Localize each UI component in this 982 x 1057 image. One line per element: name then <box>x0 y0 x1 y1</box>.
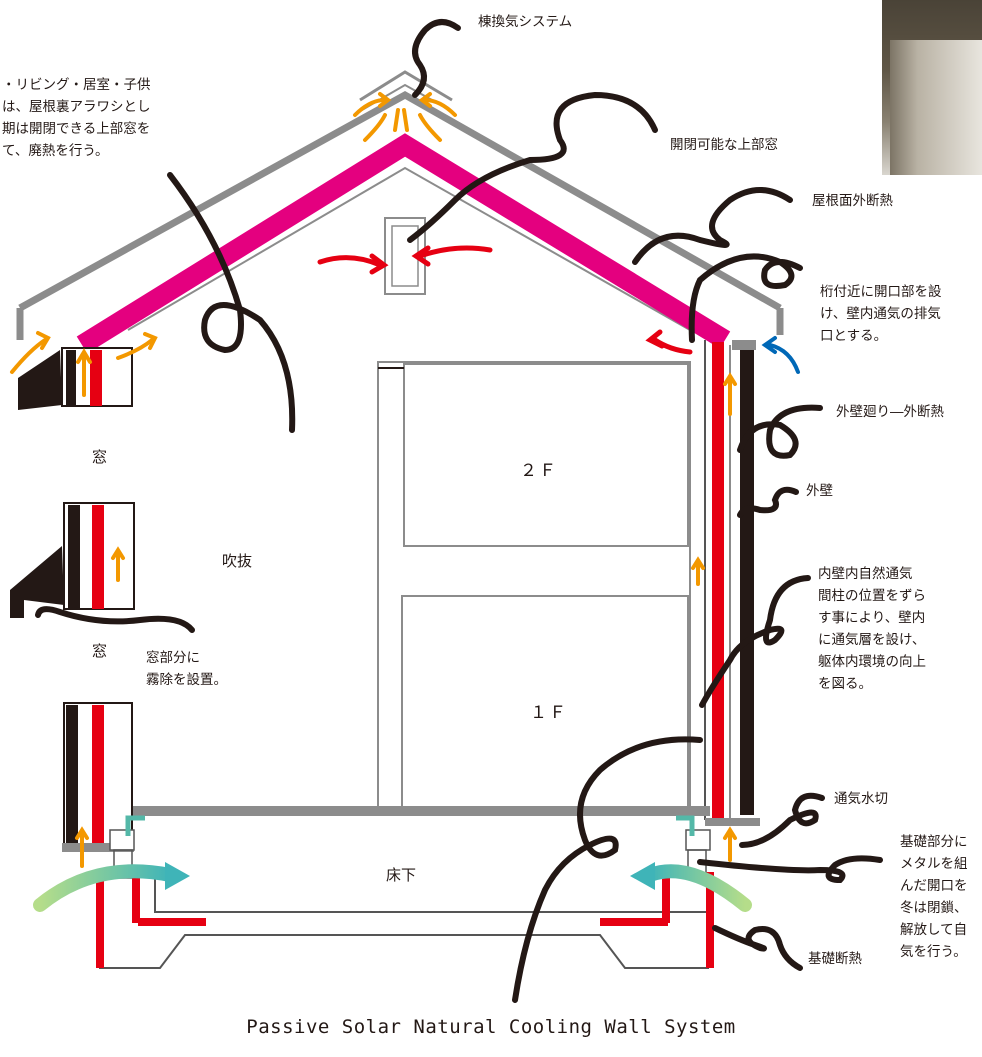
label-exterior-insulation: 外壁廻り―外断熱 <box>836 404 944 420</box>
foundation <box>96 829 714 969</box>
label-foundation-note: 基礎部分に メタルを組 んだ開口を 冬は閉鎖、 解放して自 気を行う。 <box>900 834 968 960</box>
label-window-top: 窓 <box>92 448 108 466</box>
interior-rooms <box>130 361 710 816</box>
label-upper-window: 開閉可能な上部窓 <box>670 137 778 153</box>
roof-insulation-layer <box>76 133 731 354</box>
label-foundation-insulation: 基礎断熱 <box>808 951 862 967</box>
callout-leaders <box>35 19 883 1003</box>
label-underfloor: 床下 <box>386 866 417 884</box>
label-floor-1: １Ｆ <box>530 703 568 723</box>
intake-arrow-blue <box>761 336 800 374</box>
left-wall-upper <box>18 347 133 410</box>
label-roof-insulation: 屋根面外断熱 <box>812 193 893 209</box>
label-ridge-vent: 棟換気システム <box>478 14 573 30</box>
warm-air-arrows <box>10 92 737 868</box>
left-wall-lower <box>62 702 134 852</box>
label-vent-flashing: 通気水切 <box>834 791 888 807</box>
label-inner-wall-ventilation: 内壁内自然通気 間柱の位置をずら す事により、壁内 に通気層を設け、 躯体内環境… <box>818 566 926 692</box>
roof-outer-sheathing <box>16 90 784 340</box>
label-eave-opening: 桁付近に開口部を設 け、壁内通気の排気 口とする。 <box>820 284 942 344</box>
right-exterior-wall <box>704 340 760 826</box>
label-exterior-wall: 外壁 <box>806 483 833 499</box>
label-top-left-note: ・リビング・居室・子供 は、屋根裏アラワシとし 期は開閉できる上部窓を て、廃熱… <box>2 77 151 159</box>
left-wall-middle <box>10 502 135 618</box>
underfloor-intake-arrows <box>33 815 752 912</box>
interior-photo <box>882 0 982 175</box>
label-atrium: 吹抜 <box>222 552 253 570</box>
label-window-bottom: 窓 <box>92 642 108 660</box>
diagram-caption: Passive Solar Natural Cooling Wall Syste… <box>246 1016 736 1038</box>
label-defog-note: 窓部分に 霧除を設置。 <box>146 650 227 688</box>
exhaust-arrows <box>317 245 693 355</box>
label-floor-2: ２Ｆ <box>520 461 558 481</box>
